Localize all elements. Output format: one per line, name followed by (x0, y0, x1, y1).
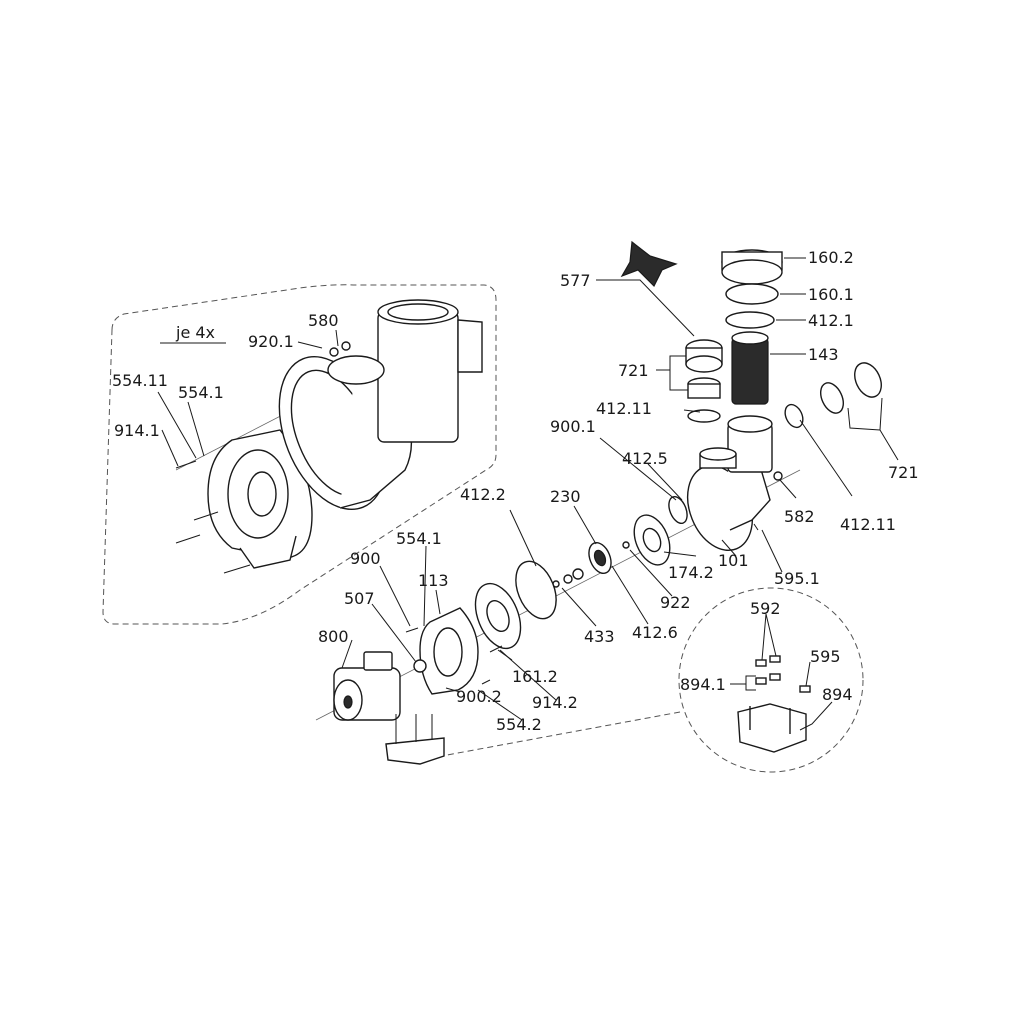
label-412-11-left: 412.11 (596, 399, 652, 418)
label-900-1: 900.1 (550, 417, 596, 436)
label-595: 595 (810, 647, 841, 666)
label-721-right: 721 (888, 463, 919, 482)
label-554-1-center: 554.1 (396, 529, 442, 548)
label-894-1: 894.1 (680, 675, 726, 694)
label-554-1-left: 554.1 (178, 383, 224, 402)
label-143: 143 (808, 345, 839, 364)
detail-circle-outline (678, 587, 864, 773)
label-595-1: 595.1 (774, 569, 820, 588)
label-174-2: 174.2 (668, 563, 714, 582)
label-800: 800 (318, 627, 349, 646)
label-577: 577 (560, 271, 591, 290)
small-parts-582-595-1 (753, 471, 783, 531)
label-900-2: 900.2 (456, 687, 502, 706)
label-101: 101 (718, 551, 749, 570)
label-412-5: 412.5 (622, 449, 668, 468)
detail-region-outline (102, 284, 497, 625)
screws-center (405, 627, 503, 685)
lid-160-1 (725, 283, 779, 305)
motor-800 (333, 651, 401, 721)
detail-clips-592 (755, 655, 811, 693)
label-230: 230 (550, 487, 581, 506)
screws-left (175, 341, 351, 574)
label-580: 580 (308, 311, 339, 330)
motor-foot (385, 714, 445, 765)
label-592: 592 (750, 599, 781, 618)
label-412-11-right: 412.11 (840, 515, 896, 534)
impeller-230 (588, 541, 612, 575)
adapter-flange-113 (419, 607, 479, 695)
label-894: 894 (822, 685, 853, 704)
label-412-6: 412.6 (632, 623, 678, 642)
lid-ring-160-2 (721, 249, 783, 285)
label-554-2: 554.2 (496, 715, 542, 734)
detail-connector-line (419, 711, 681, 761)
detail-foot-894 (737, 703, 807, 753)
pump-body-101 (686, 415, 773, 552)
label-900: 900 (350, 549, 381, 568)
label-je4x: je 4x (175, 323, 215, 342)
label-160-1: 160.1 (808, 285, 854, 304)
handle-cross (620, 240, 678, 288)
small-seal-parts (552, 541, 630, 588)
label-161-2: 161.2 (512, 667, 558, 686)
label-507: 507 (344, 589, 375, 608)
diffuser-174-2 (633, 514, 671, 566)
strainer-basket-143 (731, 331, 769, 405)
oring-412-5 (668, 495, 688, 525)
label-412-1: 412.1 (808, 311, 854, 330)
label-160-2: 160.2 (808, 248, 854, 267)
label-914-1: 914.1 (114, 421, 160, 440)
label-554-11: 554.11 (112, 371, 168, 390)
label-113: 113 (418, 571, 449, 590)
seal-cover-161-2 (474, 582, 522, 650)
label-412-2: 412.2 (460, 485, 506, 504)
union-721-right (784, 362, 882, 429)
oring-412-1 (725, 311, 775, 329)
leader-lines (157, 257, 899, 731)
label-582: 582 (784, 507, 815, 526)
label-721-left: 721 (618, 361, 649, 380)
union-721-left (685, 339, 723, 423)
label-433: 433 (584, 627, 615, 646)
label-920-1: 920.1 (248, 332, 294, 351)
oring-412-2 (515, 560, 557, 620)
label-914-2: 914.2 (532, 693, 578, 712)
pump-housing-large (278, 299, 483, 511)
label-922: 922 (660, 593, 691, 612)
